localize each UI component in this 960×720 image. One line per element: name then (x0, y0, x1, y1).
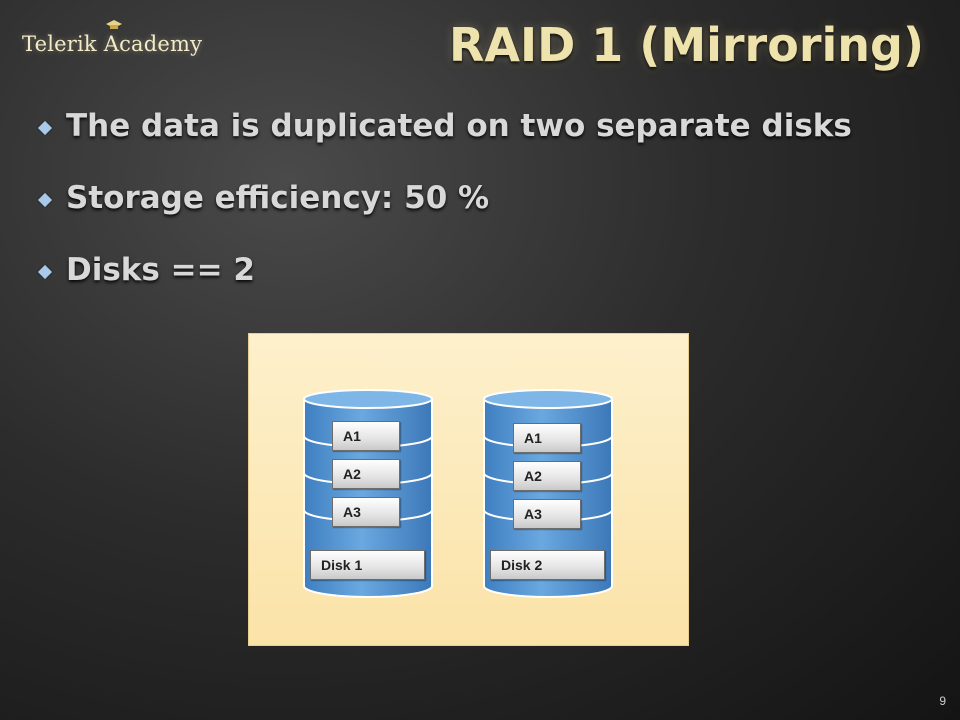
raid1-diagram: A1 A2 A3 Disk 1 A1 A2 A3 Disk 2 (248, 333, 689, 646)
data-block-a2: A2 (513, 461, 581, 491)
disk-label: Disk 1 (310, 550, 425, 580)
data-block-a3: A3 (513, 499, 581, 529)
bullet-list: The data is duplicated on two separate d… (37, 108, 852, 324)
page-number: 9 (939, 694, 946, 708)
graduation-cap-icon (106, 20, 122, 29)
telerik-academy-logo: Telerik Academy (22, 20, 203, 56)
diamond-bullet-icon (37, 192, 53, 208)
diamond-bullet-icon (37, 264, 53, 280)
data-block-a1: A1 (332, 421, 400, 451)
disk-cylinder-1: A1 A2 A3 Disk 1 (303, 389, 433, 599)
bullet-item: Storage efficiency: 50 % (37, 180, 852, 252)
slide-title: RAID 1 (Mirroring) (448, 18, 924, 72)
logo-text: Telerik Academy (22, 32, 203, 56)
data-block-a1: A1 (513, 423, 581, 453)
bullet-item: Disks == 2 (37, 252, 852, 324)
data-block-a2: A2 (332, 459, 400, 489)
disk-label: Disk 2 (490, 550, 605, 580)
bullet-text: The data is duplicated on two separate d… (66, 108, 852, 144)
diamond-bullet-icon (37, 120, 53, 136)
bullet-text: Storage efficiency: 50 % (66, 180, 490, 216)
disk-cylinder-2: A1 A2 A3 Disk 2 (483, 389, 613, 599)
bullet-item: The data is duplicated on two separate d… (37, 108, 852, 180)
bullet-text: Disks == 2 (66, 252, 255, 288)
data-block-a3: A3 (332, 497, 400, 527)
